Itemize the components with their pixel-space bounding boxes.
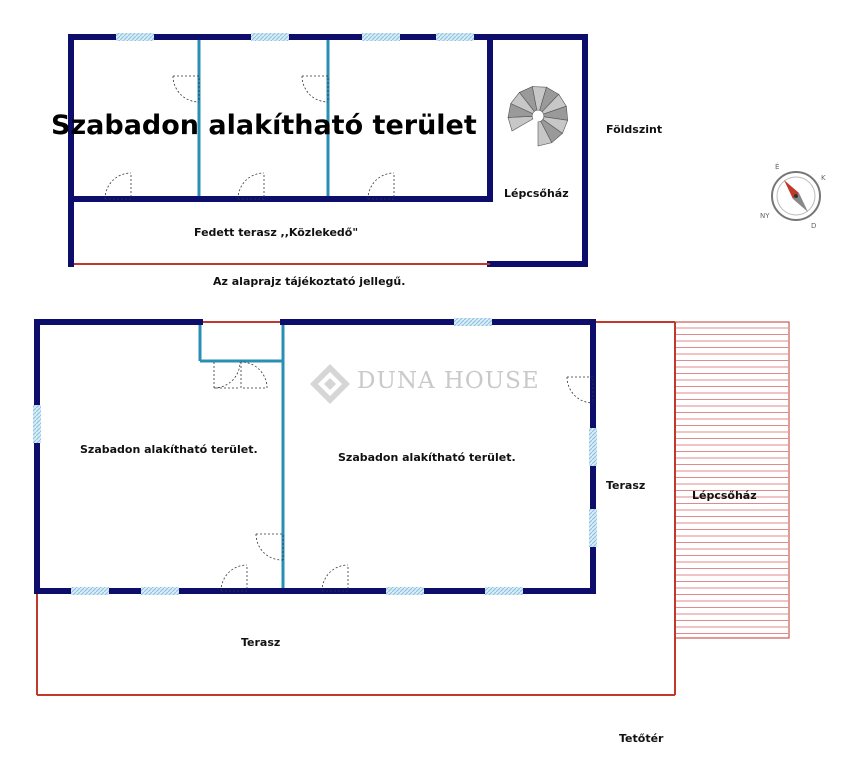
watermark-logo-icon [310,364,350,404]
ground-partitions [197,40,330,196]
compass-rose [771,171,821,221]
attic-stair-label: Lépcsőház [692,489,757,502]
attic-room-left-label: Szabadon alakítható terület. [80,443,258,456]
attic-terrace-bottom-label: Terasz [241,636,281,649]
attic-terrace-right-label: Terasz [606,479,646,492]
compass-s: D [811,222,817,230]
ground-level-label: Földszint [606,123,663,136]
attic-stair-outline [674,321,790,639]
spiral-step [537,120,553,147]
ground-doors [104,75,395,200]
attic-plan [33,318,790,696]
attic-partitions [198,325,285,588]
ground-floor-plan [68,33,588,267]
ground-stair-label: Lépcsőház [504,187,569,200]
spiral-step [507,115,534,132]
ground-windows [116,33,474,41]
attic-doors [213,361,594,592]
attic-room-right-label: Szabadon alakítható terület. [338,451,516,464]
attic-terrace-outline [36,321,676,696]
compass-e: K [821,174,826,182]
disclaimer-note: Az alaprajz tájékoztató jellegű. [213,275,406,288]
covered-terrace-label: Fedett terasz ,,Közlekedő" [194,226,359,239]
compass-n: É [775,163,780,171]
attic-stair-hatch [676,327,788,634]
compass-w: NY [760,212,770,220]
attic-windows [33,318,597,595]
ground-outer-walls [68,34,588,267]
watermark-text: DUNA HOUSE [357,368,540,394]
ground-overlay-title: Szabadon alakítható terület [51,110,477,141]
spiral-staircase [507,86,569,147]
attic-level-label: Tetőtér [619,732,664,745]
